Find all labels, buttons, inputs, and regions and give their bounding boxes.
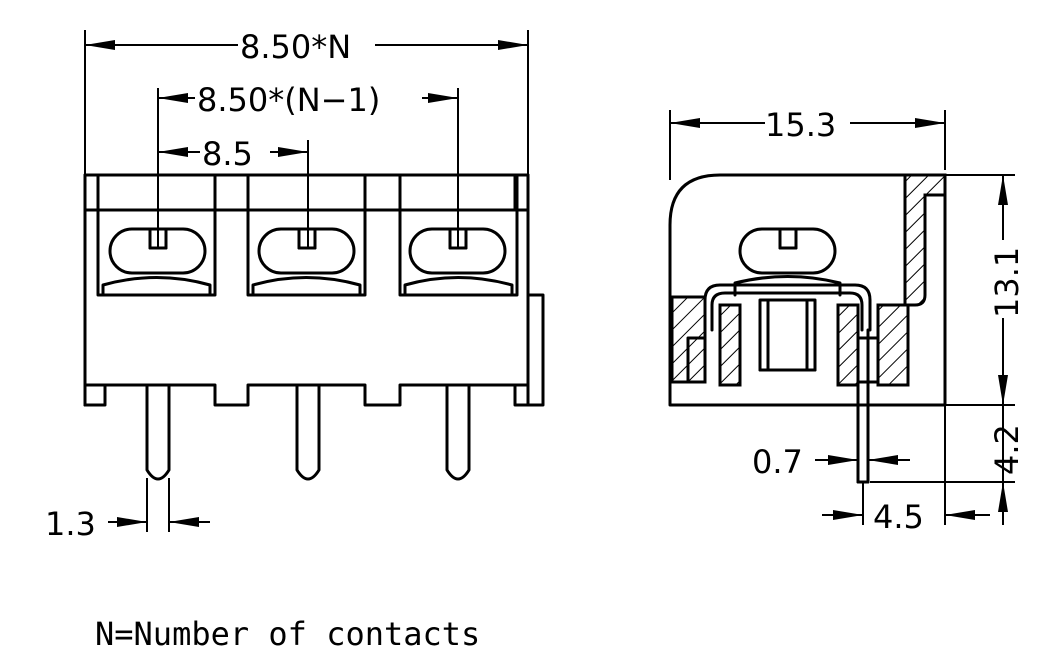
front-cavity-2 xyxy=(246,173,367,297)
dim-pin-width-label: 1.3 xyxy=(45,505,96,543)
dim-pin-offset xyxy=(822,405,990,525)
side-screw xyxy=(733,227,842,297)
side-left-hatch-2 xyxy=(718,303,742,387)
dim-pin-length xyxy=(870,405,1015,525)
dim-pin-thickness-label: 0.7 xyxy=(752,443,803,481)
side-view: 15.3 13.1 4.2 0.7 xyxy=(668,106,1026,536)
front-pins xyxy=(145,383,471,481)
dim-overall-width-label: 8.50*N xyxy=(240,28,351,66)
dim-body-height-label: 13.1 xyxy=(988,247,1026,318)
dim-pitch-label: 8.5 xyxy=(202,135,253,173)
dim-side-width xyxy=(669,110,946,180)
front-body-outline xyxy=(83,173,545,407)
side-clamp xyxy=(703,283,872,372)
dim-pitch xyxy=(157,140,309,248)
dim-pin-width xyxy=(108,478,210,532)
side-wall-hatched xyxy=(903,173,947,307)
dim-overall-width xyxy=(84,30,529,175)
dim-pitch-span-label: 8.50*(N−1) xyxy=(197,81,380,119)
front-view: 8.50*N 8.50*(N−1) 8.5 xyxy=(45,28,545,543)
dim-pin-length-label: 4.2 xyxy=(988,424,1026,475)
side-right-hatch-1 xyxy=(836,303,860,387)
dim-side-width-label: 15.3 xyxy=(765,106,836,144)
note-number-of-contacts: N=Number of contacts xyxy=(95,615,480,653)
dim-pitch-span xyxy=(157,88,459,248)
dim-pin-thickness xyxy=(815,455,910,465)
dim-pin-offset-label: 4.5 xyxy=(873,498,924,536)
front-cavity-1 xyxy=(96,173,217,297)
side-right-hatch-2 xyxy=(876,303,910,387)
